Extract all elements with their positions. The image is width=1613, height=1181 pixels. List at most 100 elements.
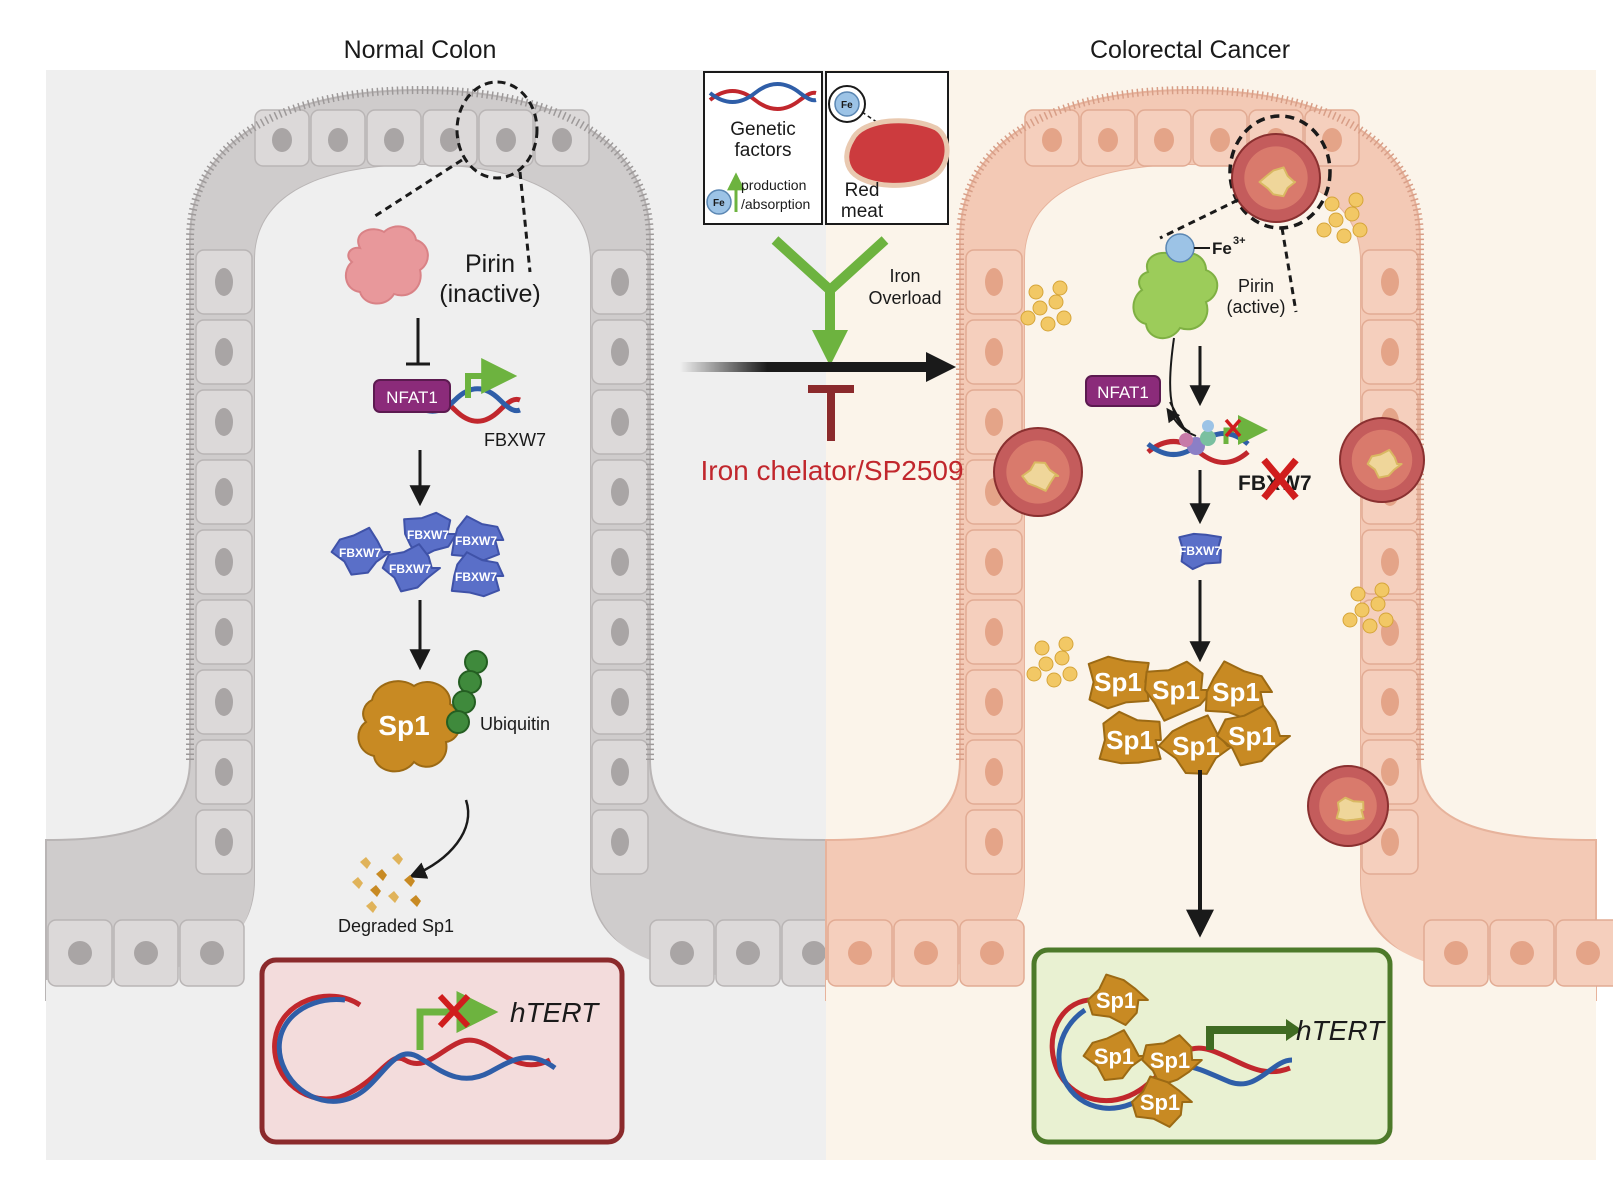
sp1-normal-protein-icon bbox=[357, 680, 461, 773]
cell-nucleus bbox=[68, 941, 92, 965]
red-meat-line2: meat bbox=[841, 201, 884, 222]
arrow-to-nfat1 bbox=[1166, 407, 1197, 437]
pirin-active-line2: (active) bbox=[1226, 297, 1285, 317]
iron-granule bbox=[1054, 650, 1070, 666]
red-meat-line1: Red bbox=[845, 180, 880, 201]
cancer-zoom-line-right bbox=[1280, 227, 1298, 313]
fbxw7-protein-label: FBXW7 bbox=[407, 528, 449, 542]
sp1-fragment bbox=[352, 877, 363, 889]
cell-nucleus bbox=[985, 758, 1003, 786]
cell-nucleus bbox=[1381, 268, 1399, 296]
cell-nucleus bbox=[985, 408, 1003, 436]
fe-ion-icon bbox=[706, 189, 732, 215]
iron-granule bbox=[1026, 666, 1042, 682]
sp1-fragment bbox=[376, 869, 387, 881]
sp1-protein-icon bbox=[1082, 1029, 1147, 1081]
sp1-protein-icon bbox=[1216, 704, 1291, 767]
cell-nucleus bbox=[215, 268, 233, 296]
iron-granule bbox=[1352, 222, 1368, 238]
normal-zoom-line-right bbox=[518, 171, 532, 273]
iron-granule bbox=[1344, 206, 1360, 222]
fbxw7-protein-label: FBXW7 bbox=[1179, 544, 1221, 558]
genetic-factors-line1: Genetic bbox=[730, 119, 795, 140]
transcription-blocked-x-icon bbox=[1224, 418, 1242, 438]
sp1-protein-label: Sp1 bbox=[1094, 667, 1142, 697]
tumor-necrotic-core bbox=[1335, 796, 1365, 822]
cell-nucleus bbox=[985, 828, 1003, 856]
nfat1-cancer-label: NFAT1 bbox=[1097, 383, 1149, 402]
iron-granule bbox=[1336, 228, 1352, 244]
iron-granule bbox=[1020, 310, 1036, 326]
sp1-protein-icon bbox=[1098, 710, 1162, 765]
iron-granule bbox=[1046, 672, 1062, 688]
iron-granule bbox=[1028, 284, 1044, 300]
cancer-htert-label: hTERT bbox=[1296, 1015, 1386, 1046]
cell-nucleus bbox=[611, 338, 629, 366]
cell-nucleus bbox=[611, 478, 629, 506]
sp1-protein-label: Sp1 bbox=[1228, 721, 1276, 751]
cell-nucleus bbox=[1510, 941, 1534, 965]
sp1-protein-icon bbox=[1131, 1075, 1193, 1128]
cell-nucleus bbox=[552, 128, 572, 152]
tumor-necrotic-core bbox=[1258, 166, 1297, 198]
cell-nucleus bbox=[611, 548, 629, 576]
cell-nucleus bbox=[200, 941, 224, 965]
cell-nucleus bbox=[1381, 688, 1399, 716]
iron-granule bbox=[1040, 316, 1056, 332]
iron-granule bbox=[1038, 656, 1054, 672]
sp1-fragment bbox=[392, 853, 403, 865]
iron-granule bbox=[1316, 222, 1332, 238]
cancer-fe-charge: 3+ bbox=[1233, 235, 1246, 247]
cancer-htert-arrowhead bbox=[1286, 1019, 1302, 1041]
cell-nucleus bbox=[328, 128, 348, 152]
ubiquitin-bead bbox=[446, 710, 470, 734]
sp1-fragment bbox=[404, 875, 415, 887]
cell-nucleus bbox=[985, 548, 1003, 576]
normal-htert-block-x-icon bbox=[437, 993, 471, 1029]
repressor-complex-icon bbox=[1179, 420, 1216, 455]
sp1-protein-label: Sp1 bbox=[1106, 725, 1154, 755]
iron-granule bbox=[1362, 618, 1378, 634]
cell-nucleus bbox=[215, 408, 233, 436]
pirin-inactive-label-line2: (inactive) bbox=[439, 280, 540, 308]
cell-nucleus bbox=[215, 688, 233, 716]
degraded-sp1-fragments-icon bbox=[352, 853, 421, 913]
iron-granule bbox=[1056, 310, 1072, 326]
cell-nucleus bbox=[215, 338, 233, 366]
ubiquitin-bead bbox=[452, 690, 476, 714]
iron-granule bbox=[1370, 596, 1386, 612]
sp1-normal-label: Sp1 bbox=[378, 710, 429, 741]
nfat1-normal-label: NFAT1 bbox=[386, 388, 438, 407]
ubiquitin-bead bbox=[458, 670, 482, 694]
fbxw7-protein-label: FBXW7 bbox=[455, 534, 497, 548]
cell-nucleus bbox=[611, 408, 629, 436]
normal-zoom-line-left bbox=[371, 158, 463, 220]
ubiquitin-bead bbox=[464, 650, 488, 674]
cell-nucleus bbox=[914, 941, 938, 965]
sp1-protein-label: Sp1 bbox=[1152, 675, 1200, 705]
iron-granule bbox=[1354, 602, 1370, 618]
arrow-to-degradation bbox=[408, 799, 470, 879]
cell-nucleus bbox=[134, 941, 158, 965]
cell-nucleus bbox=[1098, 128, 1118, 152]
progression-arrowhead bbox=[926, 352, 956, 382]
cancer-zoom-line-left bbox=[1159, 198, 1239, 240]
fe-symbol-genetic: Fe bbox=[713, 198, 725, 209]
normal-colon-title: Normal Colon bbox=[344, 36, 497, 64]
iron-granule bbox=[1328, 212, 1344, 228]
cell-nucleus bbox=[985, 268, 1003, 296]
sp1-protein-label: Sp1 bbox=[1096, 988, 1136, 1013]
colorectal-cancer-title: Colorectal Cancer bbox=[1090, 36, 1290, 64]
iron-granule bbox=[1348, 192, 1364, 208]
cell-nucleus bbox=[215, 618, 233, 646]
iron-granule bbox=[1342, 612, 1358, 628]
cell-nucleus bbox=[611, 268, 629, 296]
cell-nucleus bbox=[1576, 941, 1600, 965]
sp1-protein-icon bbox=[1141, 1034, 1203, 1087]
iron-granule bbox=[1032, 300, 1048, 316]
fbxw7-protein-label: FBXW7 bbox=[339, 546, 381, 560]
iron-granule-icons bbox=[1020, 192, 1394, 688]
sp1-protein-label: Sp1 bbox=[1172, 731, 1220, 761]
